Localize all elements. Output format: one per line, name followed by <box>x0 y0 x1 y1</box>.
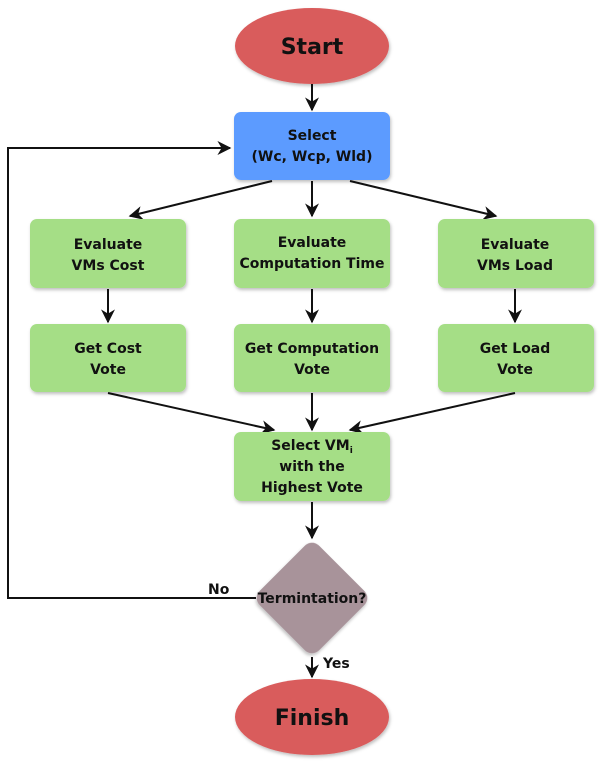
select-weights-line2: (Wc, Wcp, Wld) <box>252 149 373 165</box>
vote-cost-box <box>30 324 186 392</box>
vote-time-line2: Vote <box>294 362 330 378</box>
select-weights-box <box>234 112 390 180</box>
select-vm-line2: with the <box>279 459 344 475</box>
edge-select-to-eval-cost <box>128 180 273 220</box>
edge-label-no: No <box>208 582 230 598</box>
start-label: Start <box>281 35 344 60</box>
select-vm-line1: Select VMi <box>271 438 353 456</box>
termination-node: Termintation? <box>256 542 368 654</box>
finish-label: Finish <box>275 706 350 731</box>
vote-time-box <box>234 324 390 392</box>
vote-time-line1: Get Computation <box>245 341 379 357</box>
start-ellipse <box>235 8 389 84</box>
eval-time-line1: Evaluate <box>278 235 347 251</box>
select-weights-line1: Select <box>288 128 337 144</box>
edge-termination-no-loop <box>7 141 256 599</box>
eval-time-box <box>234 219 390 288</box>
start-node: Start <box>235 8 389 84</box>
select-vm-box <box>234 432 390 501</box>
vote-time-node: Get Computation Vote <box>234 324 390 392</box>
vote-load-box <box>438 324 594 392</box>
finish-node: Finish <box>235 679 389 755</box>
vote-cost-line2: Vote <box>90 362 126 378</box>
eval-cost-box <box>30 219 186 288</box>
eval-load-line1: Evaluate <box>481 237 550 253</box>
termination-diamond <box>256 542 368 654</box>
eval-load-box <box>438 219 594 288</box>
eval-load-line2: VMs Load <box>477 258 553 274</box>
eval-time-line2: Computation Time <box>240 256 385 272</box>
vote-cost-node: Get Cost Vote <box>30 324 186 392</box>
finish-ellipse <box>235 679 389 755</box>
eval-cost-line1: Evaluate <box>74 237 143 253</box>
select-vm-subscript: i <box>350 446 353 456</box>
vote-load-line1: Get Load <box>480 341 551 357</box>
eval-cost-node: Evaluate VMs Cost <box>30 219 186 288</box>
edge-select-to-eval-load <box>349 180 498 220</box>
edge-label-yes: Yes <box>322 656 350 672</box>
edges: No Yes <box>7 84 522 679</box>
vote-cost-line1: Get Cost <box>74 341 142 357</box>
select-vm-node: Select VMi with the Highest Vote <box>234 432 390 501</box>
vote-load-line2: Vote <box>497 362 533 378</box>
termination-label: Termintation? <box>258 591 367 607</box>
eval-load-node: Evaluate VMs Load <box>438 219 594 288</box>
eval-time-node: Evaluate Computation Time <box>234 219 390 288</box>
select-vm-line3: Highest Vote <box>261 480 363 496</box>
edge-vote-load-to-select-vm <box>348 392 516 435</box>
select-vm-line1-main: Select VM <box>271 438 350 454</box>
vote-load-node: Get Load Vote <box>438 324 594 392</box>
eval-cost-line2: VMs Cost <box>72 258 145 274</box>
select-weights-node: Select (Wc, Wcp, Wld) <box>234 112 390 180</box>
edge-vote-cost-to-select-vm <box>107 392 276 435</box>
